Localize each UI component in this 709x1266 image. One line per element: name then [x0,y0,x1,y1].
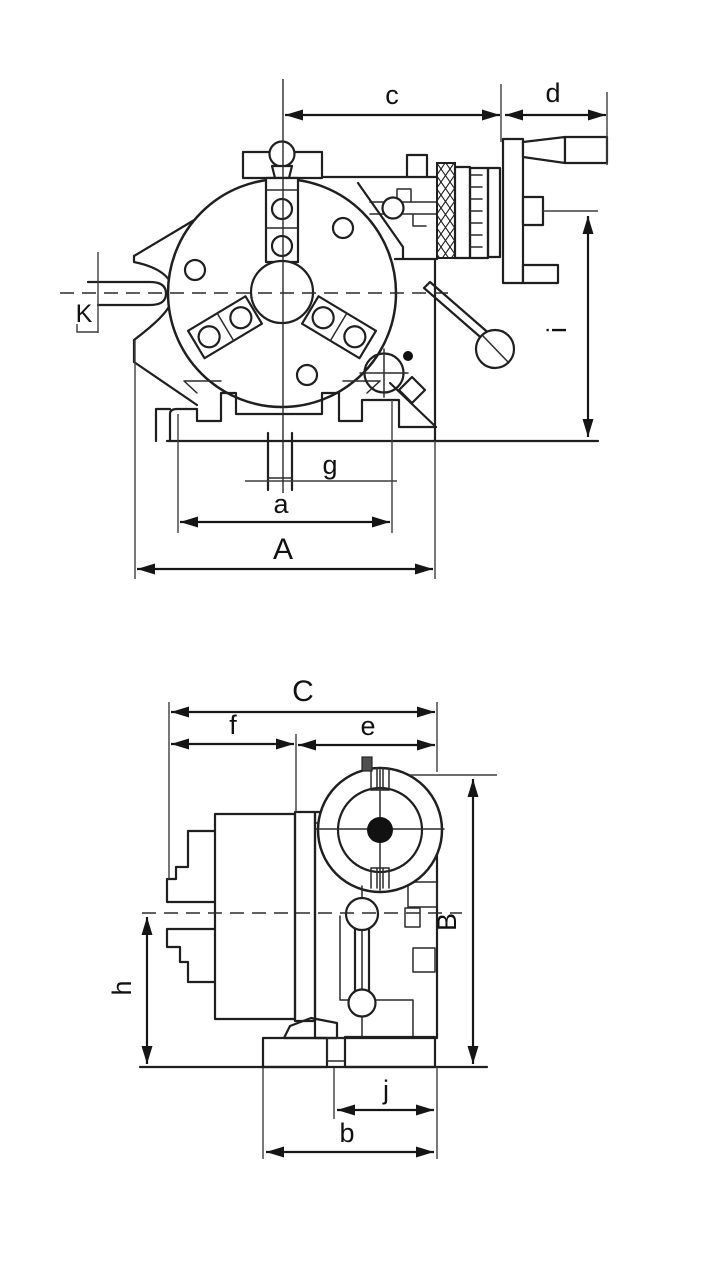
chuck-mount-hole [295,363,319,387]
handwheel-center [367,817,393,843]
crank-arm [521,135,567,165]
clamp-slot-bottom [370,867,390,889]
adjust-screw-knob [381,196,405,220]
crank-hub [521,195,545,227]
front-chuck [166,176,398,409]
dim-label-h: h [107,980,137,995]
front-centerlines [60,79,452,493]
dim-label-K: K [76,300,93,328]
jaw-step-bottom [165,927,217,984]
dim-label-i: i [542,327,572,333]
dim-label-A: A [273,533,293,566]
front-lever [422,280,516,370]
chuck-jaw-top [264,176,300,264]
crank-flange [501,137,525,285]
dim-label-c: c [385,80,399,110]
chuck-mount-hole [331,216,355,240]
index-dot [403,351,413,361]
dim-label-a: a [273,489,289,519]
front-dial-crank [436,135,609,285]
dim-label-b: b [339,1118,354,1148]
front-dimensions: c d K i g a A [76,78,608,579]
side-view: C f e h B j b [107,675,497,1159]
side-dimensions: C f e h B j b [107,675,479,1159]
link-end [347,988,377,1018]
dim-label-C: C [292,675,314,708]
dim-label-d: d [545,78,560,108]
side-chuck [165,810,338,1023]
dim-label-j: j [382,1075,389,1105]
crank-grip [563,135,609,165]
chuck-center-bore [249,259,315,325]
link-pivot [344,896,380,932]
chuck-body-side [213,812,297,1021]
graduated-collar [468,166,490,260]
clamp-slot-top [370,767,390,791]
jaw-step-top [165,829,217,904]
side-link-rod [344,885,380,1037]
k-leader [76,324,98,333]
front-view: c d K i g a A [60,78,609,579]
dim-label-B: B [432,913,462,931]
front-left-body [76,217,199,407]
side-handwheel [315,756,497,894]
front-sector-details [359,348,438,429]
chuck-backplate [293,810,317,1023]
front-base [154,380,600,492]
knurled-dial [436,162,456,259]
lock-pin [361,756,373,772]
dim-label-g: g [322,450,337,480]
side-base [138,1016,489,1069]
graduation-ticks [469,174,483,248]
chuck-mount-hole [183,258,207,282]
front-housing [320,153,439,443]
dim-label-f: f [229,710,237,740]
plunger-ball [268,140,296,168]
chuck-jaw-lower-right [300,295,378,360]
chuck-jaw-lower-left [186,295,264,360]
dim-label-e: e [360,711,375,741]
